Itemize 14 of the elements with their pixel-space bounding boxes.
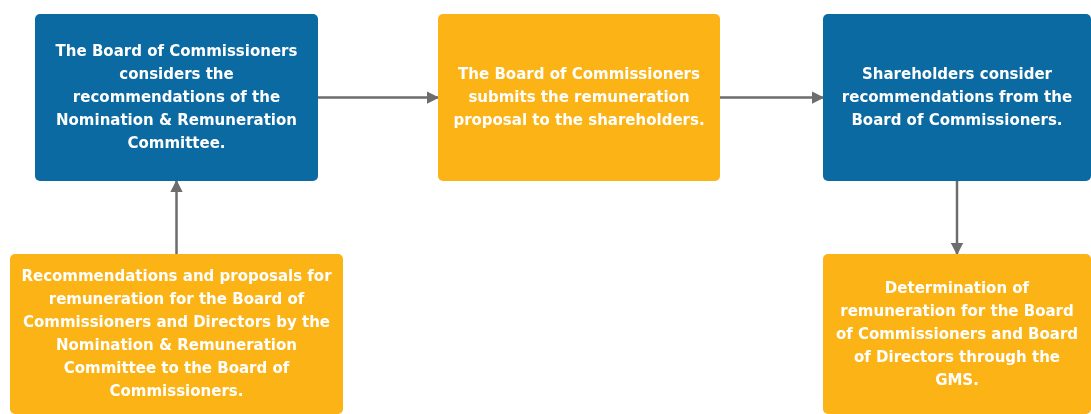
box-text: The Board of Commissioners submits the remuneration proposal to the shareholders. [452, 64, 706, 131]
process-box [10, 254, 343, 414]
box-text: Shareholders consider recommendations from the Board of Commissioners. [840, 64, 1074, 131]
process-box [823, 254, 1091, 414]
arrow [720, 91, 825, 104]
process-box [823, 14, 1091, 181]
arrow [950, 181, 964, 256]
process-box [35, 14, 318, 181]
box-text: Recommendations and proposals for remuneration for the Board of Commissioners and Directors by the Nomination & Remuneration Committee to the Board of Commissioners. [20, 266, 333, 402]
box-text: The Board of Commissioners considers the recommendations of the Nomination & Remuneration Committee. [54, 41, 299, 154]
arrow [170, 179, 183, 254]
box-text: Determination of remuneration for the Board of Commissioners and Board of Directors through the GMS. [834, 277, 1080, 391]
process-box [438, 14, 720, 181]
arrow [318, 91, 440, 104]
